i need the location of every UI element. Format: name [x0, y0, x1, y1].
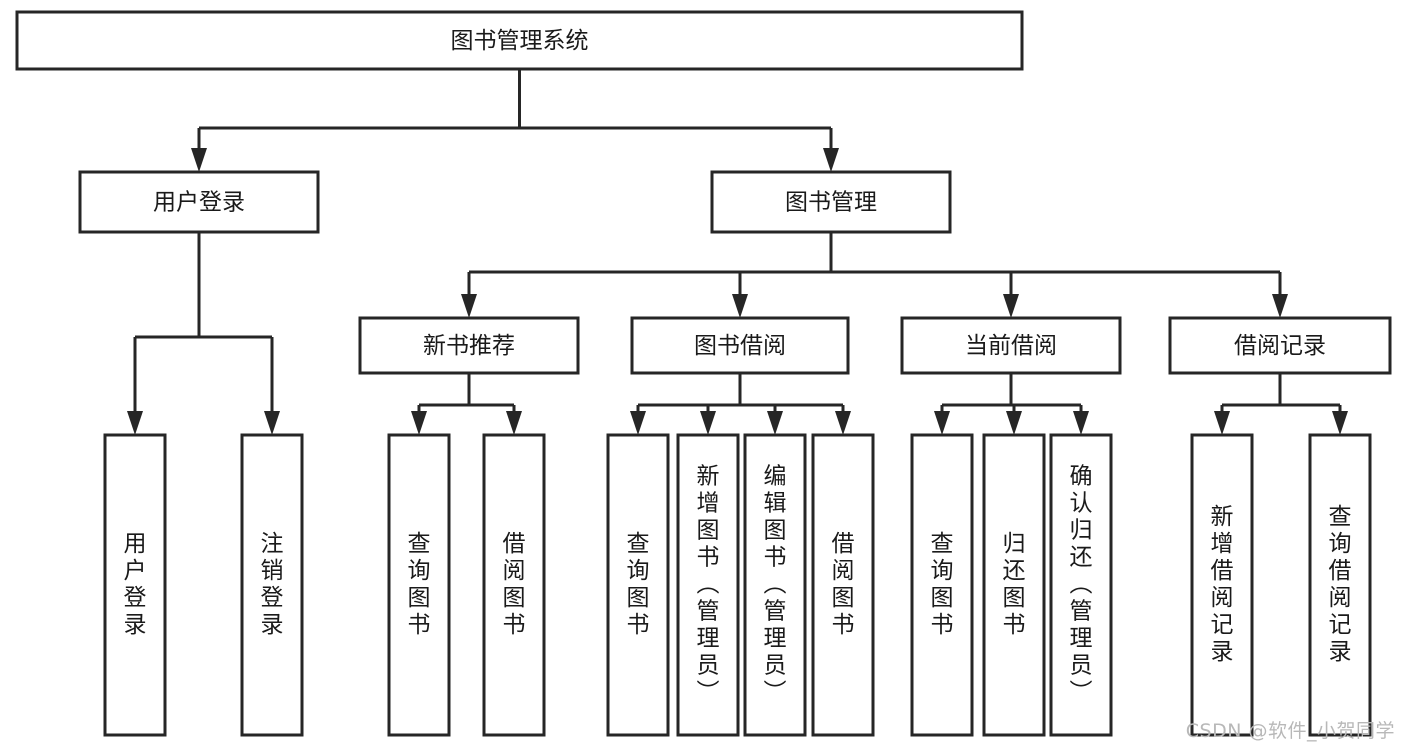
book-borrow-arrow-1 — [700, 411, 716, 435]
node-user-login-box[interactable] — [78, 170, 320, 234]
node-leaf-user-login-box[interactable] — [103, 433, 167, 737]
node-leaf-user-login[interactable]: 用户登录 — [103, 433, 167, 737]
node-leaf-query-record-label: 查询借阅记录 — [1329, 504, 1352, 665]
node-user-login[interactable]: 用户登录 — [78, 170, 320, 234]
node-current-borrow-box[interactable] — [900, 316, 1122, 375]
node-book-borrow-box[interactable] — [630, 316, 850, 375]
user-login-arrow-0 — [127, 411, 143, 435]
node-leaf-add-book-label: 新增图书︵管理员︶ — [697, 464, 720, 706]
csdn-watermark: CSDN @软件_小贺同学 — [1185, 720, 1395, 742]
node-leaf-edit-book[interactable]: 编辑图书︵管理员︶ — [743, 433, 807, 737]
user-login-arrow-1 — [264, 411, 280, 435]
node-leaf-user-login-label: 用户登录 — [124, 531, 147, 638]
node-new-book-recommend[interactable]: 新书推荐 — [358, 316, 580, 375]
node-leaf-query-book-recommend[interactable]: 查询图书 — [387, 433, 451, 737]
node-leaf-logout[interactable]: 注销登录 — [240, 433, 304, 737]
root-arrow-1 — [823, 148, 839, 172]
node-leaf-query-book-borrow[interactable]: 查询图书 — [606, 433, 670, 737]
node-current-borrow[interactable]: 当前借阅 — [900, 316, 1122, 375]
node-book-manage-box[interactable] — [710, 170, 952, 234]
node-leaf-query-record-box[interactable] — [1308, 433, 1372, 737]
node-leaf-return-book-label: 归还图书 — [1003, 531, 1026, 638]
node-root-root[interactable]: 图书管理系统 — [15, 10, 1024, 71]
node-leaf-return-book[interactable]: 归还图书 — [982, 433, 1046, 737]
node-leaf-query-book-borrow-box[interactable] — [606, 433, 670, 737]
node-leaf-borrow-book-label: 借阅图书 — [832, 531, 855, 638]
book-manage-arrow-2 — [1003, 294, 1019, 318]
node-root-root-box[interactable] — [15, 10, 1024, 71]
node-leaf-borrow-book-recommend[interactable]: 借阅图书 — [482, 433, 546, 737]
borrow-record-arrow-1 — [1332, 411, 1348, 435]
node-new-book-recommend-label: 新书推荐 — [423, 333, 515, 359]
node-root-root-label: 图书管理系统 — [451, 28, 589, 54]
node-leaf-edit-book-label: 编辑图书︵管理员︶ — [764, 464, 787, 706]
borrow-record-arrow-0 — [1214, 411, 1230, 435]
node-leaf-add-book-box[interactable] — [676, 433, 740, 737]
node-book-manage[interactable]: 图书管理 — [710, 170, 952, 234]
book-borrow-arrow-0 — [630, 411, 646, 435]
node-leaf-query-book-recommend-label: 查询图书 — [408, 531, 431, 638]
book-manage-arrow-0 — [461, 294, 477, 318]
book-borrow-arrow-2 — [767, 411, 783, 435]
node-leaf-logout-label: 注销登录 — [261, 531, 284, 638]
current-borrow-arrow-0 — [934, 411, 950, 435]
node-leaf-confirm-return-label: 确认归还︵管理员︶ — [1070, 464, 1093, 706]
node-leaf-logout-box[interactable] — [240, 433, 304, 737]
node-leaf-query-book-recommend-box[interactable] — [387, 433, 451, 737]
node-leaf-add-record-label: 新增借阅记录 — [1211, 504, 1234, 665]
node-leaf-confirm-return-box[interactable] — [1049, 433, 1113, 737]
current-borrow-arrow-2 — [1073, 411, 1089, 435]
node-leaf-confirm-return[interactable]: 确认归还︵管理员︶ — [1049, 433, 1113, 737]
node-leaf-add-book[interactable]: 新增图书︵管理员︶ — [676, 433, 740, 737]
node-borrow-record[interactable]: 借阅记录 — [1168, 316, 1392, 375]
node-leaf-query-book-current-box[interactable] — [910, 433, 974, 737]
node-book-manage-label: 图书管理 — [785, 190, 877, 216]
node-layer: 图书管理系统用户登录图书管理新书推荐图书借阅当前借阅借阅记录用户登录注销登录查询… — [15, 10, 1392, 737]
root-arrow-0 — [191, 148, 207, 172]
node-leaf-query-book-current[interactable]: 查询图书 — [910, 433, 974, 737]
current-borrow-arrow-1 — [1006, 411, 1022, 435]
node-leaf-return-book-box[interactable] — [982, 433, 1046, 737]
node-leaf-borrow-book-recommend-box[interactable] — [482, 433, 546, 737]
new-book-recommend-arrow-1 — [506, 411, 522, 435]
node-user-login-label: 用户登录 — [153, 190, 245, 216]
new-book-recommend-arrow-0 — [411, 411, 427, 435]
node-book-borrow[interactable]: 图书借阅 — [630, 316, 850, 375]
node-leaf-add-record[interactable]: 新增借阅记录 — [1190, 433, 1254, 737]
node-new-book-recommend-box[interactable] — [358, 316, 580, 375]
node-leaf-borrow-book[interactable]: 借阅图书 — [811, 433, 875, 737]
node-leaf-add-record-box[interactable] — [1190, 433, 1254, 737]
node-borrow-record-label: 借阅记录 — [1234, 333, 1326, 359]
book-manage-arrow-1 — [732, 294, 748, 318]
node-book-borrow-label: 图书借阅 — [694, 333, 786, 359]
node-leaf-borrow-book-box[interactable] — [811, 433, 875, 737]
node-leaf-query-book-borrow-label: 查询图书 — [627, 531, 650, 638]
node-current-borrow-label: 当前借阅 — [965, 333, 1057, 359]
node-leaf-query-book-current-label: 查询图书 — [931, 531, 954, 638]
node-borrow-record-box[interactable] — [1168, 316, 1392, 375]
node-leaf-borrow-book-recommend-label: 借阅图书 — [503, 531, 526, 638]
book-borrow-arrow-3 — [835, 411, 851, 435]
node-leaf-edit-book-box[interactable] — [743, 433, 807, 737]
book-manage-arrow-3 — [1272, 294, 1288, 318]
connector-layer — [127, 69, 1348, 435]
node-leaf-query-record[interactable]: 查询借阅记录 — [1308, 433, 1372, 737]
